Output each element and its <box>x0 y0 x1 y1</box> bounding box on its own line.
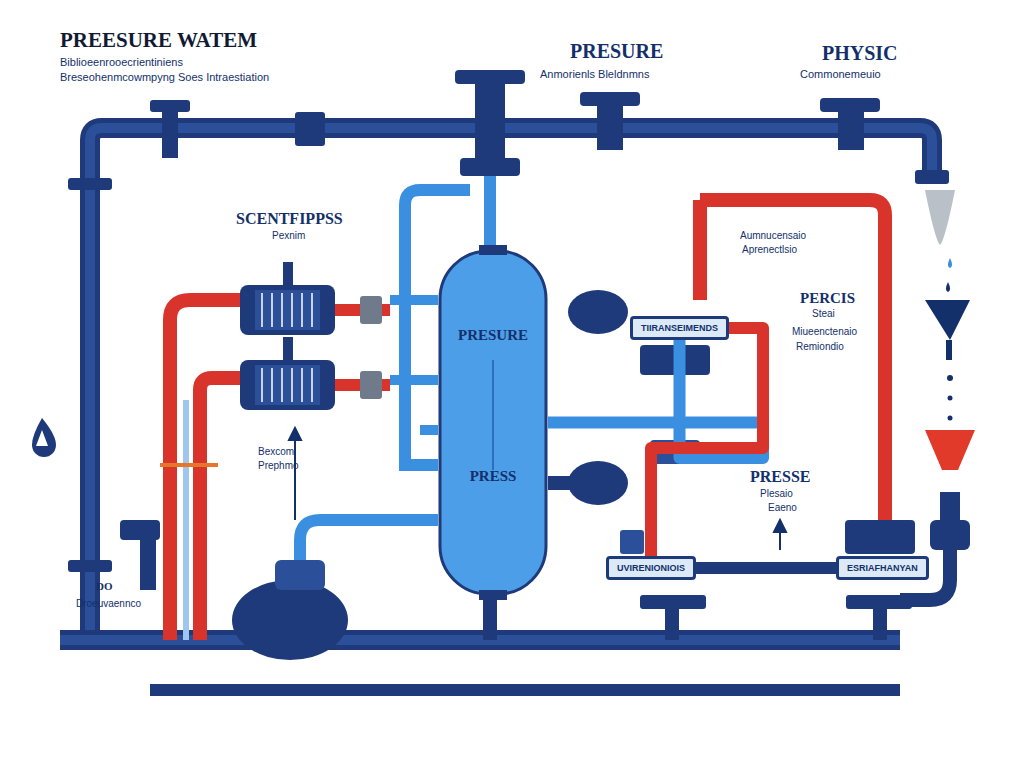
valve-label: UVIRENIONIOIS <box>617 563 685 573</box>
valve-body: UVIRENIONIOIS <box>606 556 696 580</box>
part-label: Aumnucensaio <box>740 230 806 242</box>
water-drop-icon <box>36 430 48 446</box>
part-label: DO <box>96 580 113 593</box>
sight-pipe <box>183 400 189 640</box>
part-label: Prephmo <box>258 460 299 472</box>
pump-fins <box>262 293 312 402</box>
part-label: PHYSIC <box>822 42 898 65</box>
part-label: PERCIS <box>800 290 855 307</box>
feed-pipe <box>390 300 438 430</box>
valve-body: TIIRANSEIMENDS <box>630 316 729 340</box>
base-pump <box>120 520 348 660</box>
main-pipe-inner <box>90 128 932 640</box>
valve-label: ESRIAFHANYAN <box>847 563 918 573</box>
return-pipe <box>150 684 900 696</box>
pipe-connector <box>651 328 763 556</box>
pipe-connector <box>548 316 763 458</box>
water-drop-icon <box>32 418 56 457</box>
part-label: PRESURE <box>570 40 663 63</box>
part-label: Bexcom <box>258 446 294 458</box>
hot-pipe <box>200 378 240 640</box>
part-label: PRESSE <box>750 468 810 486</box>
pump-units <box>240 262 382 410</box>
part-label: Commonemeuio <box>800 68 881 81</box>
part-label: Steai <box>812 308 835 320</box>
part-label: Biblioeenrooecrientiniens <box>60 56 183 69</box>
diagram-title: PREESURE WATEM <box>60 28 257 52</box>
part-label: Aprenectlsio <box>742 244 797 256</box>
part-label: Miueenctenaio <box>792 326 857 338</box>
tank-outline <box>438 245 548 600</box>
part-label: Plesaio <box>760 488 793 500</box>
drain-pipe <box>483 600 497 640</box>
tank-label: PRESS <box>470 468 517 485</box>
part-label: Remiondio <box>796 341 844 353</box>
part-label: Anmorienls Bleldnmns <box>540 68 649 81</box>
hot-pipe <box>170 300 240 640</box>
valve-label: TIIRANSEIMENDS <box>641 323 718 333</box>
part-label: Pexnim <box>272 230 305 242</box>
hot-pipe <box>693 200 707 300</box>
pipe-connector <box>696 562 836 574</box>
part-label: Droeuvaennco <box>76 598 141 610</box>
part-label: Eaeno <box>768 502 797 514</box>
pressure-tank: PRESURE PRESS <box>438 245 548 600</box>
tank-label: PRESURE <box>458 327 528 344</box>
main-pipe <box>90 128 932 640</box>
part-label: Breseohenmcowmpyng Soes Intraestiation <box>60 71 269 84</box>
faucet-column <box>900 190 975 600</box>
part-label: SCENTFIPPSS <box>236 210 343 228</box>
hot-pipe <box>700 193 770 207</box>
marker-band <box>160 463 218 467</box>
valve-body: ESRIAFHANYAN <box>836 556 929 580</box>
